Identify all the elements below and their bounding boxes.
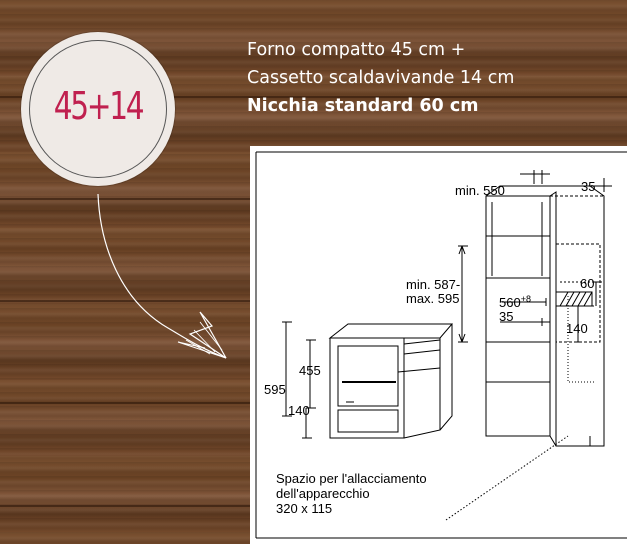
dim-560: 560+8 (499, 294, 531, 310)
heading-line-1: Forno compatto 45 cm + (247, 40, 466, 60)
badge-text: 45+14 (53, 84, 145, 128)
size-badge: 45+14 (21, 32, 175, 186)
dim-595: 595 (264, 382, 286, 397)
diagram-panel: min. 550 35 min. 587- max. 595 560+8 60 … (250, 146, 627, 544)
dim-35-top: 35 (581, 179, 596, 194)
note-line-1: Spazio per l'allacciamento (276, 471, 427, 486)
badge-ring (29, 40, 167, 178)
heading-line-3: Nicchia standard 60 cm (247, 96, 479, 116)
dim-min-550: min. 550 (455, 183, 505, 198)
dim-455: 455 (299, 363, 321, 378)
note-line-2: dell'apparecchio (276, 486, 370, 501)
dim-35-mid: 35 (499, 309, 514, 324)
installation-drawing (255, 151, 627, 539)
dim-60: 60 (580, 276, 595, 291)
dim-140-left: 140 (288, 403, 310, 418)
dim-140-right: 140 (566, 321, 588, 336)
heading-line-2: Cassetto scaldavivande 14 cm (247, 68, 515, 88)
dim-min-587: min. 587- (406, 277, 461, 292)
heading: Forno compatto 45 cm + Cassetto scaldavi… (247, 36, 514, 120)
note-line-3: 320 x 115 (276, 501, 333, 516)
dim-max-595: max. 595 (406, 291, 460, 306)
